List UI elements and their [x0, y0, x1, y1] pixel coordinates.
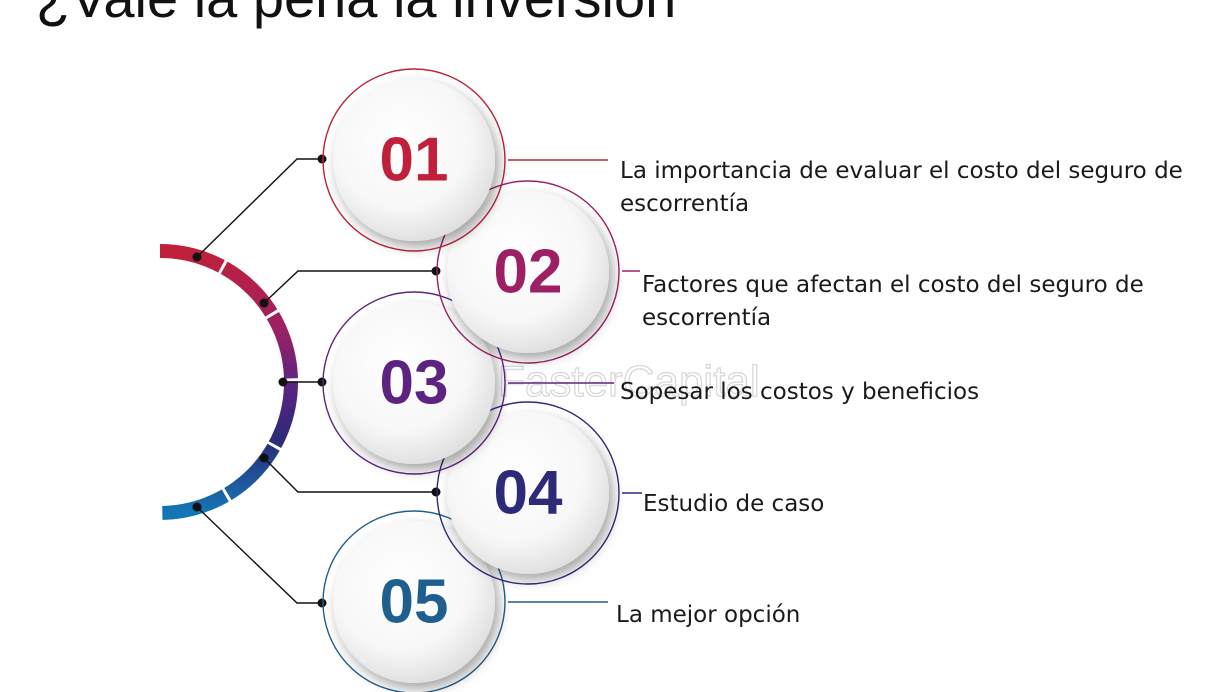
page-title: ¿Vale la pena la inversión: [36, 0, 676, 31]
step-04-description: Estudio de caso: [643, 488, 824, 521]
step-03-badge: 03: [322, 291, 506, 475]
step-01-line-1: La importancia de evaluar el costo del s…: [620, 158, 1183, 184]
step-03-description: Sopesar los costos y beneficios: [620, 376, 979, 409]
step-number: 01: [380, 126, 449, 195]
step-number: 03: [380, 349, 449, 418]
step-01-description: La importancia de evaluar el costo del s…: [620, 155, 1183, 221]
connectors: [196, 158, 436, 604]
step-04-line-1: Estudio de caso: [643, 491, 825, 517]
step-number: 02: [494, 238, 563, 307]
step-02-line-2: escorrentía: [642, 305, 772, 331]
step-01-badge: 01: [322, 68, 506, 252]
step-number: 05: [380, 568, 449, 637]
left-arc: [159, 243, 299, 521]
step-05-badge: 05: [322, 510, 506, 692]
step-05-line-1: La mejor opción: [616, 602, 801, 628]
step-05-description: La mejor opción: [616, 599, 800, 632]
step-04-badge: 04: [436, 401, 620, 585]
watermark-text: FasterCapital: [498, 357, 760, 406]
step-01-line-2: escorrentía: [620, 191, 750, 217]
step-number: 04: [494, 459, 563, 528]
step-02-description: Factores que afectan el costo del seguro…: [642, 269, 1144, 335]
connector-dots: [192, 154, 441, 608]
step-02-line-1: Factores que afectan el costo del seguro…: [642, 272, 1144, 298]
step-03-line-1: Sopesar los costos y beneficios: [620, 379, 980, 405]
leader-lines: [508, 159, 642, 603]
step-02-badge: 02: [436, 180, 620, 364]
